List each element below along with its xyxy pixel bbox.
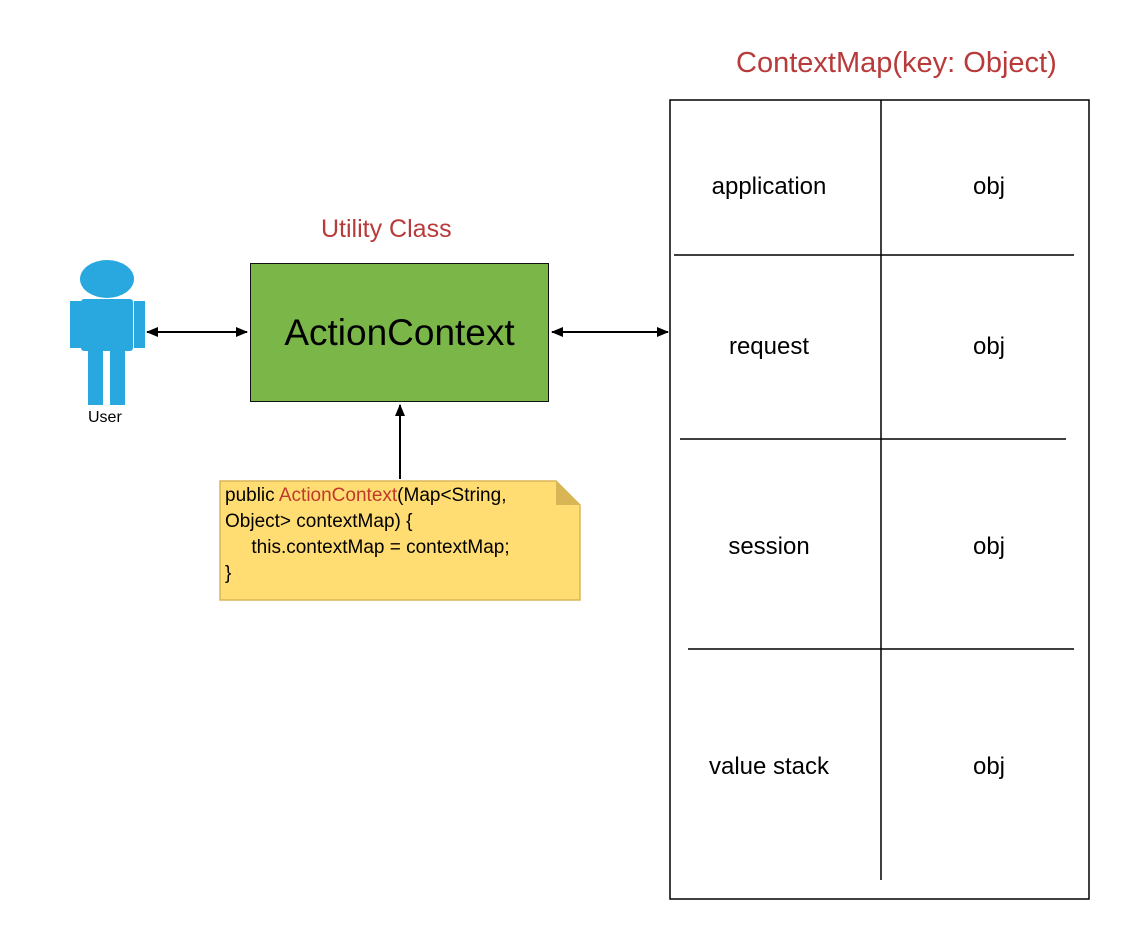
map-value-session: obj [972,533,1006,560]
map-value-application: obj [972,173,1006,200]
action-context-box: ActionContext [250,263,549,402]
note-line4: } [225,563,232,584]
map-key-request: request [728,333,810,360]
note-line3: this.contextMap = contextMap; [225,537,510,558]
user-label: User [88,409,122,426]
note-line1-highlight: ActionContext [278,485,398,506]
context-map-table [669,99,1090,900]
user-icon [70,260,145,405]
class-name-label: ActionContext [284,311,515,353]
code-note-text: public ActionContext(Map<String, Object>… [225,483,510,587]
context-map-title: ContextMap(key: Object) [736,47,1057,79]
note-line1-prefix: public [225,485,279,506]
map-value-value-stack: obj [972,753,1006,780]
map-key-application: application [711,173,827,200]
note-line1-suffix: (Map<String, [397,485,507,506]
map-key-session: session [728,533,810,560]
utility-class-title: Utility Class [321,215,452,243]
map-value-request: obj [972,333,1006,360]
note-line2: Object> contextMap) { [225,511,413,532]
map-key-value-stack: value stack [708,753,830,780]
code-note [219,480,581,601]
